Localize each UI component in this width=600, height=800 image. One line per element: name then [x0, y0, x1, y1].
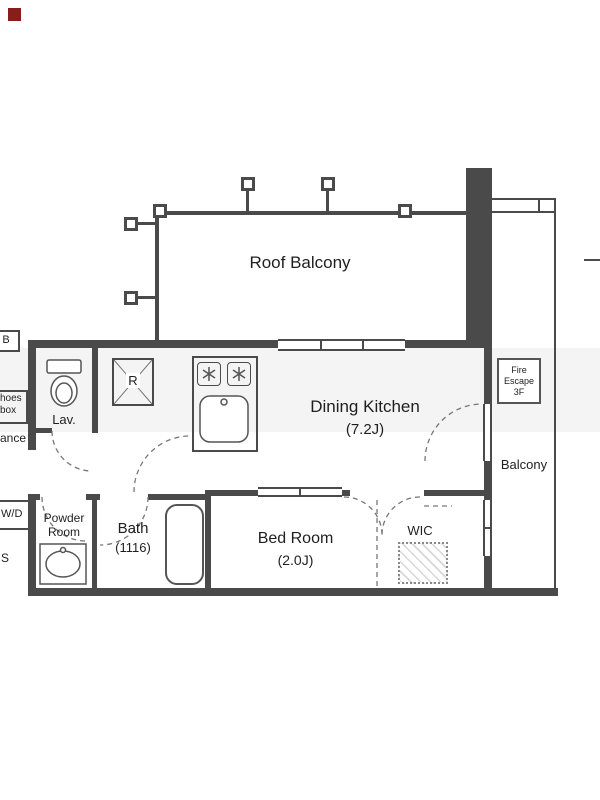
wall-top-left [28, 340, 278, 348]
wall-bottom [28, 588, 558, 596]
bath-door-arc [99, 496, 149, 546]
wall-water-top-b [86, 494, 100, 500]
wic-shelf-hatch [398, 542, 448, 584]
wall-top-right [405, 340, 466, 348]
wall-right-a [484, 348, 492, 404]
window-dk-top [278, 339, 405, 351]
railing-top [157, 211, 466, 215]
powder-room-label-line2: Room [47, 525, 80, 539]
vanity-sink-icon [39, 543, 87, 585]
wall-powder-bath [92, 500, 97, 588]
window-bedroom-divider [483, 527, 492, 529]
door-swing-arcs [41, 403, 483, 546]
bedroom-wic-door-arc [381, 496, 421, 536]
wall-lav-right [92, 348, 98, 433]
meter-box [0, 330, 20, 352]
stove-burner-box [227, 362, 251, 386]
balcony-top-divider [538, 198, 540, 213]
neighbor-structure-tick [584, 259, 600, 261]
entrance-label: ance [0, 431, 27, 445]
fire-escape-label-line2: Escape [503, 375, 535, 386]
balcony-top-line-2 [492, 211, 554, 213]
sliding-door-divider [299, 487, 301, 497]
fire-escape-label-line3: 3F [513, 386, 525, 397]
bath-label: Bath [117, 520, 149, 537]
meter-box-label: B [2, 334, 10, 346]
bathtub-icon [165, 504, 204, 585]
washer-dryer-label: W/D [1, 508, 23, 520]
refrigerator-label: R [112, 373, 154, 389]
wic-dashed-lines [376, 500, 452, 586]
toilet-icon [46, 359, 82, 407]
railing-post-icon [398, 204, 412, 218]
railing-post-icon [124, 217, 138, 231]
railing-post-icon [321, 177, 335, 191]
shoes-box-label-line1: hoes [0, 393, 22, 404]
refrigerator-label-text: R [126, 373, 140, 388]
wall-right-b [484, 461, 492, 500]
door-dk-balcony [483, 404, 492, 461]
railing-post-icon [153, 204, 167, 218]
railing-stub [246, 191, 249, 213]
wall-right-c [484, 556, 492, 590]
railing-stub [326, 191, 329, 213]
wic-label: WIC [407, 523, 433, 538]
wall-lav-bottom [36, 428, 52, 433]
balcony-label: Balcony [500, 457, 548, 472]
shoes-box [0, 390, 28, 424]
kitchen-sink-icon [199, 395, 249, 443]
fire-escape-box: Fire Escape 3F [497, 358, 541, 404]
wall-water-top-c [148, 494, 211, 500]
bedroom-wic-door-arc [343, 496, 383, 536]
powder-room-label-line1: Powder [43, 511, 85, 525]
refrigerator-box [112, 358, 154, 406]
balcony-door-arc [424, 403, 483, 462]
wall-left-upper [28, 340, 36, 450]
railing-stub [138, 222, 155, 225]
balcony-top-line-1 [492, 198, 554, 200]
wall-bedroom-top-c [424, 490, 484, 496]
wall-left-lower [28, 496, 36, 596]
bath-size: (1116) [115, 540, 151, 555]
railing-stub [138, 296, 155, 299]
stove-burner-box [197, 362, 221, 386]
dining-kitchen-size: (7.2J) [345, 421, 385, 438]
dining-kitchen-label: Dining Kitchen [310, 397, 420, 416]
hall-dk-door-arc [133, 435, 191, 493]
wall-bedroom-top-a [205, 490, 258, 496]
shoes-box-label-line2: box [0, 405, 17, 416]
stove-burners-icon [202, 367, 246, 381]
roof-balcony-label: Roof Balcony [249, 253, 351, 272]
wall-bedroom-top-b [342, 490, 350, 496]
fire-escape-label-line1: Fire [511, 364, 527, 375]
balcony-right-line [554, 198, 556, 590]
storage-label: S [1, 551, 10, 565]
wall-water-top-a [28, 494, 40, 500]
lav-door-arc [51, 430, 93, 472]
railing-post-icon [241, 177, 255, 191]
corner-marker [8, 8, 21, 21]
wall-bath-bedroom [205, 490, 211, 588]
bedroom-label: Bed Room [257, 530, 334, 547]
washer-dryer-box [0, 500, 30, 530]
railing-post-icon [124, 291, 138, 305]
window-dk-top-divider [362, 339, 364, 351]
railing-left [155, 211, 159, 340]
kitchen-counter [192, 356, 258, 452]
bedroom-size: (2.0J) [277, 552, 314, 568]
window-dk-top-divider [320, 339, 322, 351]
building-block-topright [466, 168, 492, 348]
lavatory-label: Lav. [52, 412, 76, 427]
